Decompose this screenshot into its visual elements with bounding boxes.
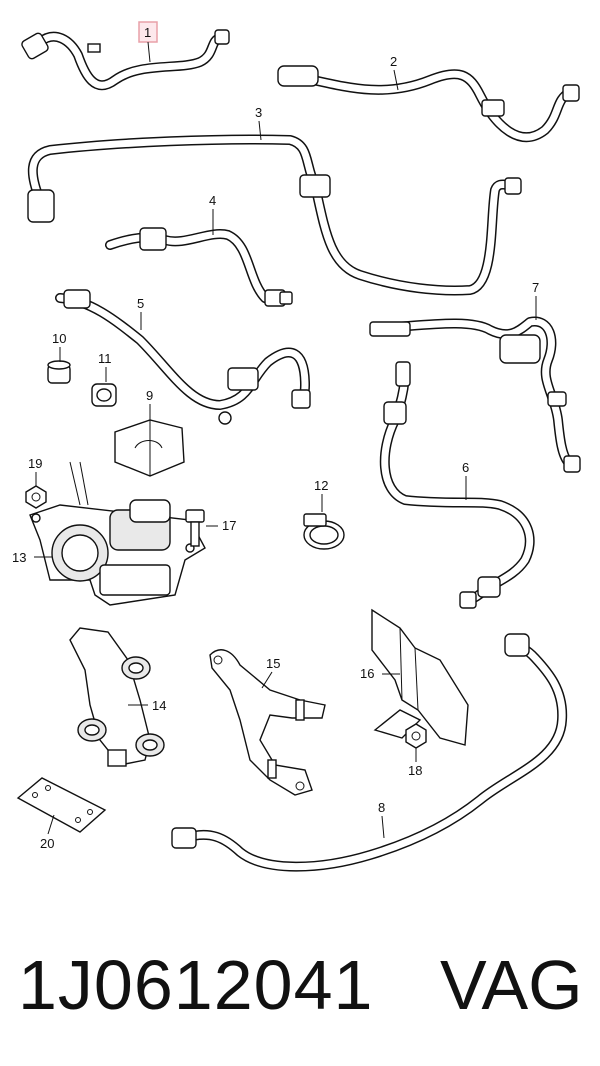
shield-16[interactable] [371,608,469,746]
hose-4[interactable] [105,227,293,307]
callout-10: 10 [52,331,66,346]
callout-5: 5 [137,296,144,311]
hose-5[interactable] [55,289,311,425]
hose-3[interactable] [27,134,522,296]
bolt-17[interactable] [185,509,205,547]
part-number: 1J0612041 [18,946,374,1024]
hose-2[interactable] [277,65,580,143]
bracket-14[interactable] [69,627,165,767]
callout-19: 19 [28,456,42,471]
nut-18[interactable] [405,723,427,749]
brand-name: VAG [440,946,583,1024]
parts-diagram: 1 2 3 4 5 [12,21,581,872]
hose-8[interactable] [171,633,568,872]
callout-8: 8 [378,800,385,815]
callout-11: 11 [98,351,112,366]
plug-10[interactable] [47,360,71,384]
callout-14: 14 [152,698,166,713]
callout-18: 18 [408,763,422,778]
clamp-12[interactable] [303,513,345,550]
callout-16: 16 [360,666,374,681]
callout-7: 7 [532,280,539,295]
pump-13[interactable] [29,461,206,606]
callout-6: 6 [462,460,469,475]
callout-3: 3 [255,105,262,120]
callout-2: 2 [390,54,397,69]
callout-4: 4 [209,193,216,208]
callout-15: 15 [266,656,280,671]
callout-9: 9 [146,388,153,403]
footer: 1J0612041 VAG [0,930,600,1040]
hose-1[interactable] [20,29,230,91]
callout-20: 20 [40,836,54,851]
grommet-11[interactable] [91,383,117,407]
nut-19[interactable] [25,485,47,509]
bracket-15[interactable] [209,649,326,796]
hose-6[interactable] [379,361,535,609]
callout-12: 12 [314,478,328,493]
callout-17: 17 [222,518,236,533]
hose-7[interactable] [369,316,581,473]
callout-1: 1 [144,25,151,40]
plate-20[interactable] [16,777,107,833]
clip-9[interactable] [114,419,185,477]
callout-13: 13 [12,550,26,565]
